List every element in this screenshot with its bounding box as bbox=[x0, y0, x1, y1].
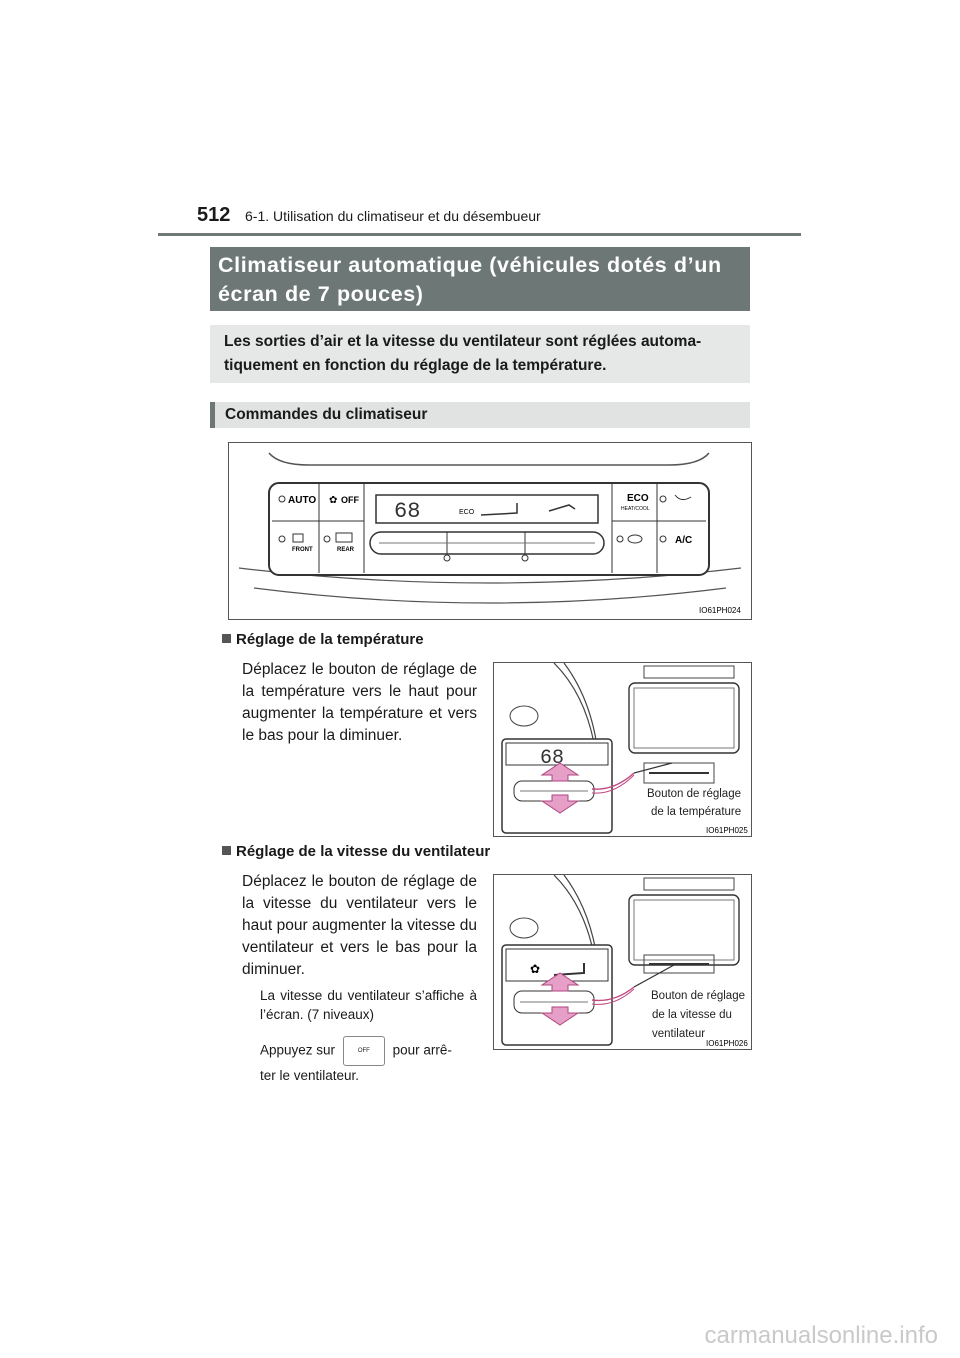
front-label: FRONT bbox=[292, 547, 313, 553]
fan-callout-line1: Bouton de réglage bbox=[651, 990, 745, 1002]
page-title: Climatiseur automatique (véhicules dotés… bbox=[210, 247, 750, 311]
rear-label: REAR bbox=[337, 547, 355, 553]
control-panel-figure: AUTO OFF ✿ FRONT REAR 68 ECO ECO HEAT/CO… bbox=[228, 442, 752, 620]
press-before-text: Appuyez sur bbox=[260, 1042, 336, 1058]
bullet-square-icon bbox=[222, 634, 231, 643]
auto-label: AUTO bbox=[288, 495, 316, 506]
page-number: 512 bbox=[197, 204, 231, 226]
temperature-heading-text: Réglage de la température bbox=[236, 631, 424, 648]
watermark: carmanualsonline.info bbox=[704, 1322, 938, 1349]
bullet-square-icon bbox=[222, 846, 231, 855]
fan-callout-line2: de la vitesse du bbox=[652, 1009, 732, 1021]
press-end-text: ter le ventilateur. bbox=[260, 1068, 360, 1083]
eco-small-label: ECO bbox=[459, 509, 475, 516]
temperature-heading: Réglage de la température bbox=[222, 631, 424, 648]
svg-text:✿: ✿ bbox=[329, 495, 337, 506]
fan-figure-code: IO61PH026 bbox=[706, 1039, 748, 1048]
temperature-figure-code: IO61PH025 bbox=[706, 826, 748, 835]
fan-callout-line3: ventilateur bbox=[652, 1028, 705, 1040]
fan-off-instruction: Appuyez sur OFF pour arrê- ter le ventil… bbox=[260, 1036, 477, 1085]
figure-code: IO61PH024 bbox=[699, 606, 741, 615]
temperature-text: Déplacez le bouton de réglage de la temp… bbox=[242, 661, 477, 744]
heat-cool-label: HEAT/COOL bbox=[621, 506, 650, 512]
fan-illustration: ✿ Bouton de réglage de la vitesse du ven… bbox=[501, 875, 748, 1048]
subheading: Commandes du climatiseur bbox=[210, 402, 750, 428]
fan-off-button-label: OFF bbox=[357, 1048, 370, 1054]
eco-button-label: ECO bbox=[627, 493, 649, 504]
temperature-figure: 68 Bouton de réglage de la température I… bbox=[493, 662, 752, 837]
ac-label: A/C bbox=[675, 535, 692, 546]
temperature-illustration: 68 Bouton de réglage de la température I… bbox=[501, 663, 748, 835]
temperature-callout-line1: Bouton de réglage bbox=[647, 788, 741, 800]
fan-heading-text: Réglage de la vitesse du ventilateur bbox=[236, 843, 491, 860]
section-heading: 6-1. Utilisation du climatiseur et du dé… bbox=[245, 208, 541, 224]
temperature-callout-line2: de la température bbox=[651, 806, 741, 818]
panel-temperature-display: 68 bbox=[394, 499, 420, 524]
intro-box: Les sorties d’air et la vitesse du venti… bbox=[210, 325, 750, 383]
off-label: OFF bbox=[341, 495, 359, 505]
fan-heading: Réglage de la vitesse du ventilateur bbox=[222, 843, 490, 860]
fan-note: La vitesse du ventilateur s’affiche à l’… bbox=[260, 988, 477, 1022]
svg-text:✿: ✿ bbox=[530, 962, 540, 976]
fan-figure: ✿ Bouton de réglage de la vitesse du ven… bbox=[493, 874, 752, 1050]
control-panel-illustration: AUTO OFF ✿ FRONT REAR 68 ECO ECO HEAT/CO… bbox=[238, 452, 741, 615]
fan-off-button-icon: OFF bbox=[342, 1036, 385, 1066]
fan-text: Déplacez le bouton de réglage de la vite… bbox=[242, 873, 477, 978]
press-after-text: pour arrê- bbox=[392, 1042, 452, 1058]
header-rule bbox=[158, 233, 801, 236]
